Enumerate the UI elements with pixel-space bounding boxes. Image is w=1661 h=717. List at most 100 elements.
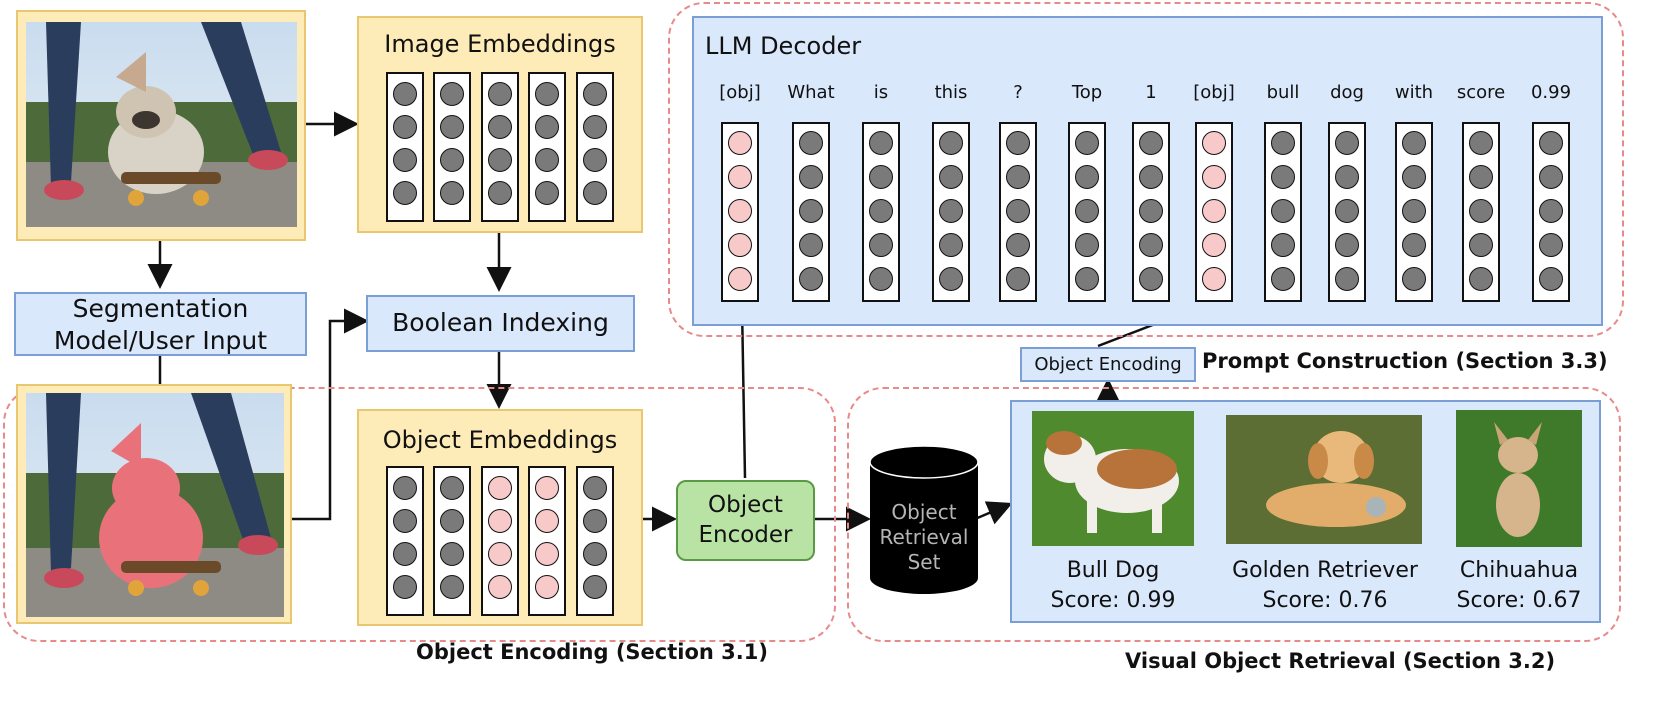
arrow-retrieval-to-results xyxy=(974,501,1013,525)
retrieval-set-label-line3: Set xyxy=(907,550,941,574)
retrieval-name-1: Golden Retriever xyxy=(1232,558,1418,583)
retrieval-set-label-line2: Retrieval xyxy=(879,525,969,549)
embedding-dot xyxy=(1202,199,1226,223)
retrieval-set-cylinder xyxy=(869,445,979,594)
embedding-dot xyxy=(440,181,464,205)
embedding-dot xyxy=(1006,233,1030,257)
arrow-encoder-to-llm xyxy=(729,301,755,479)
embedding-dot xyxy=(1469,267,1493,291)
embedding-dot xyxy=(488,82,512,106)
retrieval-name-0: Bull Dog xyxy=(1066,558,1160,583)
llm-token-label: [obj] xyxy=(1193,82,1235,103)
input-image-photo xyxy=(26,22,297,227)
llm-token-column xyxy=(999,122,1037,302)
embedding-dot xyxy=(1335,199,1359,223)
object-embedding-column xyxy=(576,466,614,616)
embedding-dot xyxy=(939,267,963,291)
embedding-dot xyxy=(440,476,464,500)
masked-image-photo xyxy=(26,393,284,617)
embedding-dot xyxy=(1006,199,1030,223)
embedding-dot xyxy=(799,267,823,291)
boolean-indexing-label: Boolean Indexing xyxy=(392,308,609,337)
embedding-dot xyxy=(535,115,559,139)
embedding-dot xyxy=(1469,199,1493,223)
embedding-dot xyxy=(1202,233,1226,257)
embedding-dot xyxy=(535,148,559,172)
segmentation-box xyxy=(14,292,307,356)
embedding-dot xyxy=(583,509,607,533)
section-title-object-encoding: Object Encoding (Section 3.1) xyxy=(416,640,768,664)
embedding-dot xyxy=(1469,233,1493,257)
object-embedding-column xyxy=(386,466,424,616)
embedding-dot xyxy=(583,542,607,566)
embedding-dot xyxy=(535,575,559,599)
llm-token-label: score xyxy=(1456,82,1506,103)
embedding-dot xyxy=(393,82,417,106)
embedding-dot xyxy=(1006,267,1030,291)
section-title-visual-retrieval: Visual Object Retrieval (Section 3.2) xyxy=(1125,649,1556,673)
embedding-dot xyxy=(583,148,607,172)
embedding-dot xyxy=(1539,131,1563,155)
embedding-dot xyxy=(440,542,464,566)
boolean-indexing-box xyxy=(366,295,635,352)
embedding-dot xyxy=(1202,267,1226,291)
embedding-dot xyxy=(799,233,823,257)
embedding-dot xyxy=(393,148,417,172)
retrieval-score-2: Score: 0.67 xyxy=(1456,588,1582,613)
embedding-dot xyxy=(1139,233,1163,257)
object-encoder-label-line2: Encoder xyxy=(698,522,793,548)
retrieval-score-1: Score: 0.76 xyxy=(1262,588,1388,613)
embedding-dot xyxy=(869,199,893,223)
retrieval-score-0: Score: 0.99 xyxy=(1050,588,1176,613)
embedding-dot xyxy=(1271,267,1295,291)
embedding-dot xyxy=(939,233,963,257)
object-embedding-column xyxy=(481,466,519,616)
embedding-dot xyxy=(1075,131,1099,155)
region-prompt-construction xyxy=(668,2,1624,337)
embedding-dot xyxy=(583,181,607,205)
embedding-dot xyxy=(1139,165,1163,189)
llm-token-label: with xyxy=(1394,82,1434,103)
embedding-dot xyxy=(1539,199,1563,223)
embedding-dot xyxy=(1335,233,1359,257)
embedding-dot xyxy=(869,267,893,291)
embedding-dot xyxy=(799,131,823,155)
chihuahua-photo xyxy=(1456,410,1582,547)
llm-token-column xyxy=(862,122,900,302)
embedding-dot xyxy=(1402,199,1426,223)
embedding-dot xyxy=(1271,199,1295,223)
llm-token-label: dog xyxy=(1330,82,1364,103)
embedding-dot xyxy=(1335,165,1359,189)
llm-token-label: is xyxy=(873,82,889,103)
embedding-dot xyxy=(939,131,963,155)
embedding-dot xyxy=(583,82,607,106)
object-embeddings-label: Object Embeddings xyxy=(382,426,618,454)
retrieval-name-2: Chihuahua xyxy=(1459,558,1579,583)
embedding-dot xyxy=(488,115,512,139)
embedding-dot xyxy=(1075,199,1099,223)
embedding-dot xyxy=(1539,233,1563,257)
embedding-dot xyxy=(488,476,512,500)
image-embeddings-label: Image Embeddings xyxy=(384,30,616,58)
embedding-dot xyxy=(393,115,417,139)
llm-token-label: 0.99 xyxy=(1530,82,1572,103)
embedding-dot xyxy=(728,233,752,257)
llm-token-column xyxy=(1132,122,1170,302)
llm-token-label: Top xyxy=(1071,82,1103,103)
embedding-dot xyxy=(583,115,607,139)
embedding-dot xyxy=(1139,131,1163,155)
golden-retriever-photo xyxy=(1226,415,1422,544)
embedding-dot xyxy=(488,148,512,172)
masked-image-frame xyxy=(16,384,292,624)
embedding-dot xyxy=(440,115,464,139)
embedding-dot xyxy=(583,575,607,599)
embedding-dot xyxy=(488,575,512,599)
embedding-dot xyxy=(440,148,464,172)
embedding-dot xyxy=(535,82,559,106)
embedding-dot xyxy=(1271,131,1295,155)
embedding-dot xyxy=(1402,267,1426,291)
embedding-dot xyxy=(1075,233,1099,257)
embedding-dot xyxy=(1469,165,1493,189)
image-embedding-column xyxy=(386,72,424,222)
embedding-dot xyxy=(939,199,963,223)
